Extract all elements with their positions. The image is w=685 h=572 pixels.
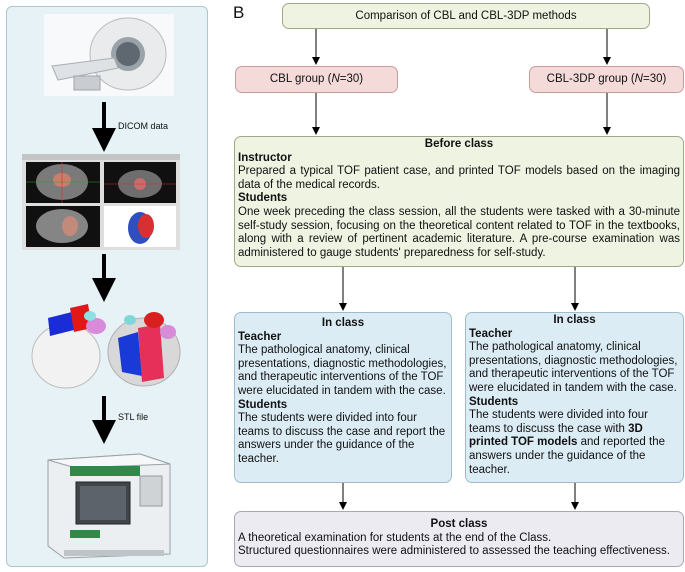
right-teacher-text: The pathological anatomy, clinical prese…	[469, 341, 678, 394]
right-students-heading: Students	[469, 395, 519, 408]
ct-scanner-image	[44, 14, 174, 96]
left-teacher-heading: Teacher	[238, 330, 282, 343]
before-class-box: Before class Instructor Prepared a typic…	[234, 136, 684, 267]
in-class-left-heading: In class	[321, 317, 365, 329]
right-students-bold: 3D printed TOF models	[469, 422, 643, 449]
heart-model-image	[31, 304, 181, 389]
dicom-viewer-image	[22, 154, 180, 250]
right-students-text: The students were divided into four team…	[469, 409, 680, 477]
post-class-heading: Post class	[430, 518, 488, 530]
in-class-right-heading: In class	[553, 314, 596, 326]
instructor-heading: Instructor	[238, 151, 292, 164]
right-students-text-2: and reported the answers under the guida…	[469, 436, 666, 476]
left-students-heading: Students	[238, 398, 288, 411]
stl-file-label: STL file	[118, 412, 149, 422]
dicom-data-label: DICOM data	[118, 121, 169, 131]
cbl-group-count: =30)	[339, 73, 364, 85]
in-class-right-box: In class Teacher The pathological anatom…	[465, 312, 684, 483]
comparison-title-box: Comparison of CBL and CBL-3DP methods	[282, 3, 650, 29]
post-class-line2: Structured questionnaires were administe…	[238, 545, 670, 558]
instructor-text: Prepared a typical TOF patient case, and…	[238, 165, 680, 191]
before-class-heading: Before class	[424, 138, 494, 150]
panel-b-letter: B	[233, 3, 245, 22]
left-students-text: The students were divided into four team…	[238, 412, 446, 465]
before-students-heading: Students	[238, 192, 288, 205]
cbl3dp-group-box: CBL-3DP group (N=30)	[529, 66, 684, 93]
cbl3dp-group-n: N	[634, 73, 643, 85]
left-teacher-text: The pathological anatomy, clinical prese…	[238, 344, 447, 397]
cbl-group-name: CBL group (	[269, 73, 332, 85]
cbl3dp-group-count: =30)	[642, 73, 667, 85]
3d-printer-image	[47, 453, 171, 559]
right-teacher-heading: Teacher	[469, 327, 513, 340]
cbl3dp-group-name: CBL-3DP group (	[546, 73, 635, 85]
cbl-group-box: CBL group (N=30)	[235, 66, 398, 93]
comparison-title: Comparison of CBL and CBL-3DP methods	[355, 10, 577, 22]
cbl-group-n: N	[331, 73, 340, 85]
post-class-line1: A theoretical examination for students a…	[238, 531, 552, 544]
before-students-text: One week preceding the class session, al…	[238, 205, 680, 259]
right-students-text-1: The students were divided into four team…	[469, 409, 648, 435]
post-class-box: Post class A theoretical examination for…	[234, 511, 684, 567]
in-class-left-box: In class Teacher The pathological anatom…	[234, 312, 452, 483]
